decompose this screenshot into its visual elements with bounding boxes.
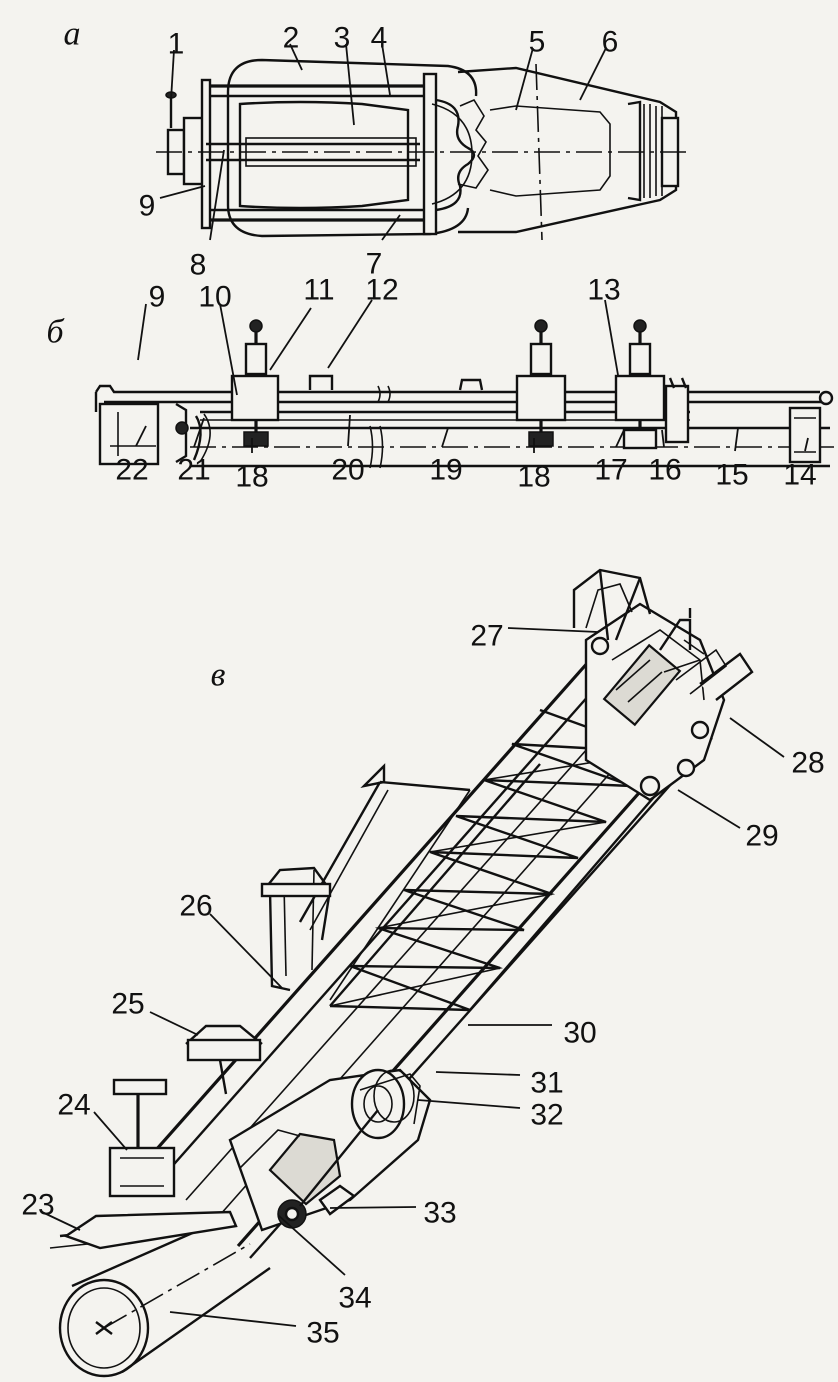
callout-label-33: 33 — [423, 1197, 456, 1230]
callout-leader-24 — [93, 1111, 128, 1151]
callout-label-29: 29 — [745, 820, 778, 853]
callout-label-18: 18 — [517, 461, 550, 494]
truss-lattice — [329, 708, 661, 1012]
callout-label-24: 24 — [57, 1089, 90, 1122]
callout-leader-7 — [381, 214, 401, 241]
callout-leader-26 — [209, 913, 283, 989]
callout-leader-22 — [135, 425, 147, 447]
callout-label-31: 31 — [530, 1067, 563, 1100]
callout-leader-17 — [615, 429, 625, 448]
callout-leader-14 — [804, 437, 809, 452]
callout-label-28: 28 — [791, 747, 824, 780]
callout-leader-23 — [41, 1211, 81, 1231]
callout-label-5: 5 — [529, 26, 546, 59]
callout-label-17: 17 — [594, 454, 627, 487]
callout-leader-9 — [137, 303, 147, 361]
callout-leader-4 — [381, 43, 391, 96]
callout-label-18: 18 — [235, 461, 268, 494]
callout-leader-8 — [209, 149, 225, 241]
callout-leader-5 — [515, 47, 534, 111]
callout-leader-33 — [329, 1206, 417, 1209]
callout-label-19: 19 — [429, 454, 462, 487]
callout-leader-12 — [327, 299, 373, 369]
callout-leader-21 — [193, 417, 205, 448]
callout-leader-9 — [159, 185, 206, 199]
callout-leaders — [41, 43, 809, 1327]
callout-leader-10 — [219, 303, 238, 396]
callout-leader-15 — [734, 427, 739, 452]
callout-label-13: 13 — [587, 274, 620, 307]
jack-middle — [515, 319, 567, 447]
callout-label-12: 12 — [365, 274, 398, 307]
callout-leader-11 — [269, 307, 312, 371]
callout-label-30: 30 — [563, 1017, 596, 1050]
callout-leader-20 — [347, 414, 351, 447]
callout-leader-16 — [661, 429, 665, 448]
callout-leader-13 — [604, 299, 619, 376]
panel-a-drawing — [156, 58, 692, 241]
callout-leader-3 — [345, 43, 355, 126]
callout-label-4: 4 — [371, 22, 388, 55]
callout-leader-29 — [677, 789, 741, 829]
callout-leader-28 — [729, 717, 785, 758]
callout-label-3: 3 — [334, 22, 351, 55]
panel-label-a: а — [64, 16, 81, 53]
callout-label-9: 9 — [149, 281, 166, 314]
panel-label-b: б — [46, 314, 65, 351]
callout-label-27: 27 — [470, 620, 503, 653]
callout-label-25: 25 — [111, 988, 144, 1021]
callout-label-14: 14 — [783, 459, 816, 492]
callout-label-23: 23 — [21, 1189, 54, 1222]
callout-label-32: 32 — [530, 1099, 563, 1132]
callout-leader-35 — [169, 1311, 297, 1327]
callout-label-9: 9 — [139, 190, 156, 223]
callout-label-21: 21 — [177, 454, 210, 487]
panel-label-v: в — [211, 657, 226, 694]
callout-label-15: 15 — [715, 459, 748, 492]
callout-leader-2 — [289, 43, 303, 71]
callout-leader-1 — [170, 49, 175, 101]
panel-labels: а б в — [46, 16, 225, 694]
callout-leader-27 — [507, 627, 599, 633]
callout-leader-6 — [579, 47, 607, 101]
callout-leader-25 — [149, 1011, 199, 1036]
callout-label-20: 20 — [331, 454, 364, 487]
callout-leader-31 — [435, 1071, 521, 1076]
callout-leader-19 — [441, 427, 449, 448]
callout-label-8: 8 — [190, 249, 207, 282]
callout-label-10: 10 — [198, 281, 231, 314]
callout-label-6: 6 — [602, 26, 619, 59]
jack-left — [230, 319, 280, 447]
callout-label-34: 34 — [338, 1282, 371, 1315]
callout-leader-32 — [417, 1099, 521, 1109]
callout-label-16: 16 — [648, 454, 681, 487]
panel-v-drawing — [49, 568, 754, 1378]
callout-leader-34 — [277, 1214, 346, 1276]
callout-label-7: 7 — [366, 248, 383, 281]
callout-label-11: 11 — [303, 274, 334, 307]
callout-label-35: 35 — [306, 1317, 339, 1350]
callout-label-2: 2 — [283, 22, 300, 55]
callout-label-26: 26 — [179, 890, 212, 923]
callout-label-1: 1 — [168, 28, 185, 61]
panel-b-drawing — [94, 319, 834, 469]
jack-right — [614, 319, 666, 450]
callout-label-22: 22 — [115, 454, 148, 487]
